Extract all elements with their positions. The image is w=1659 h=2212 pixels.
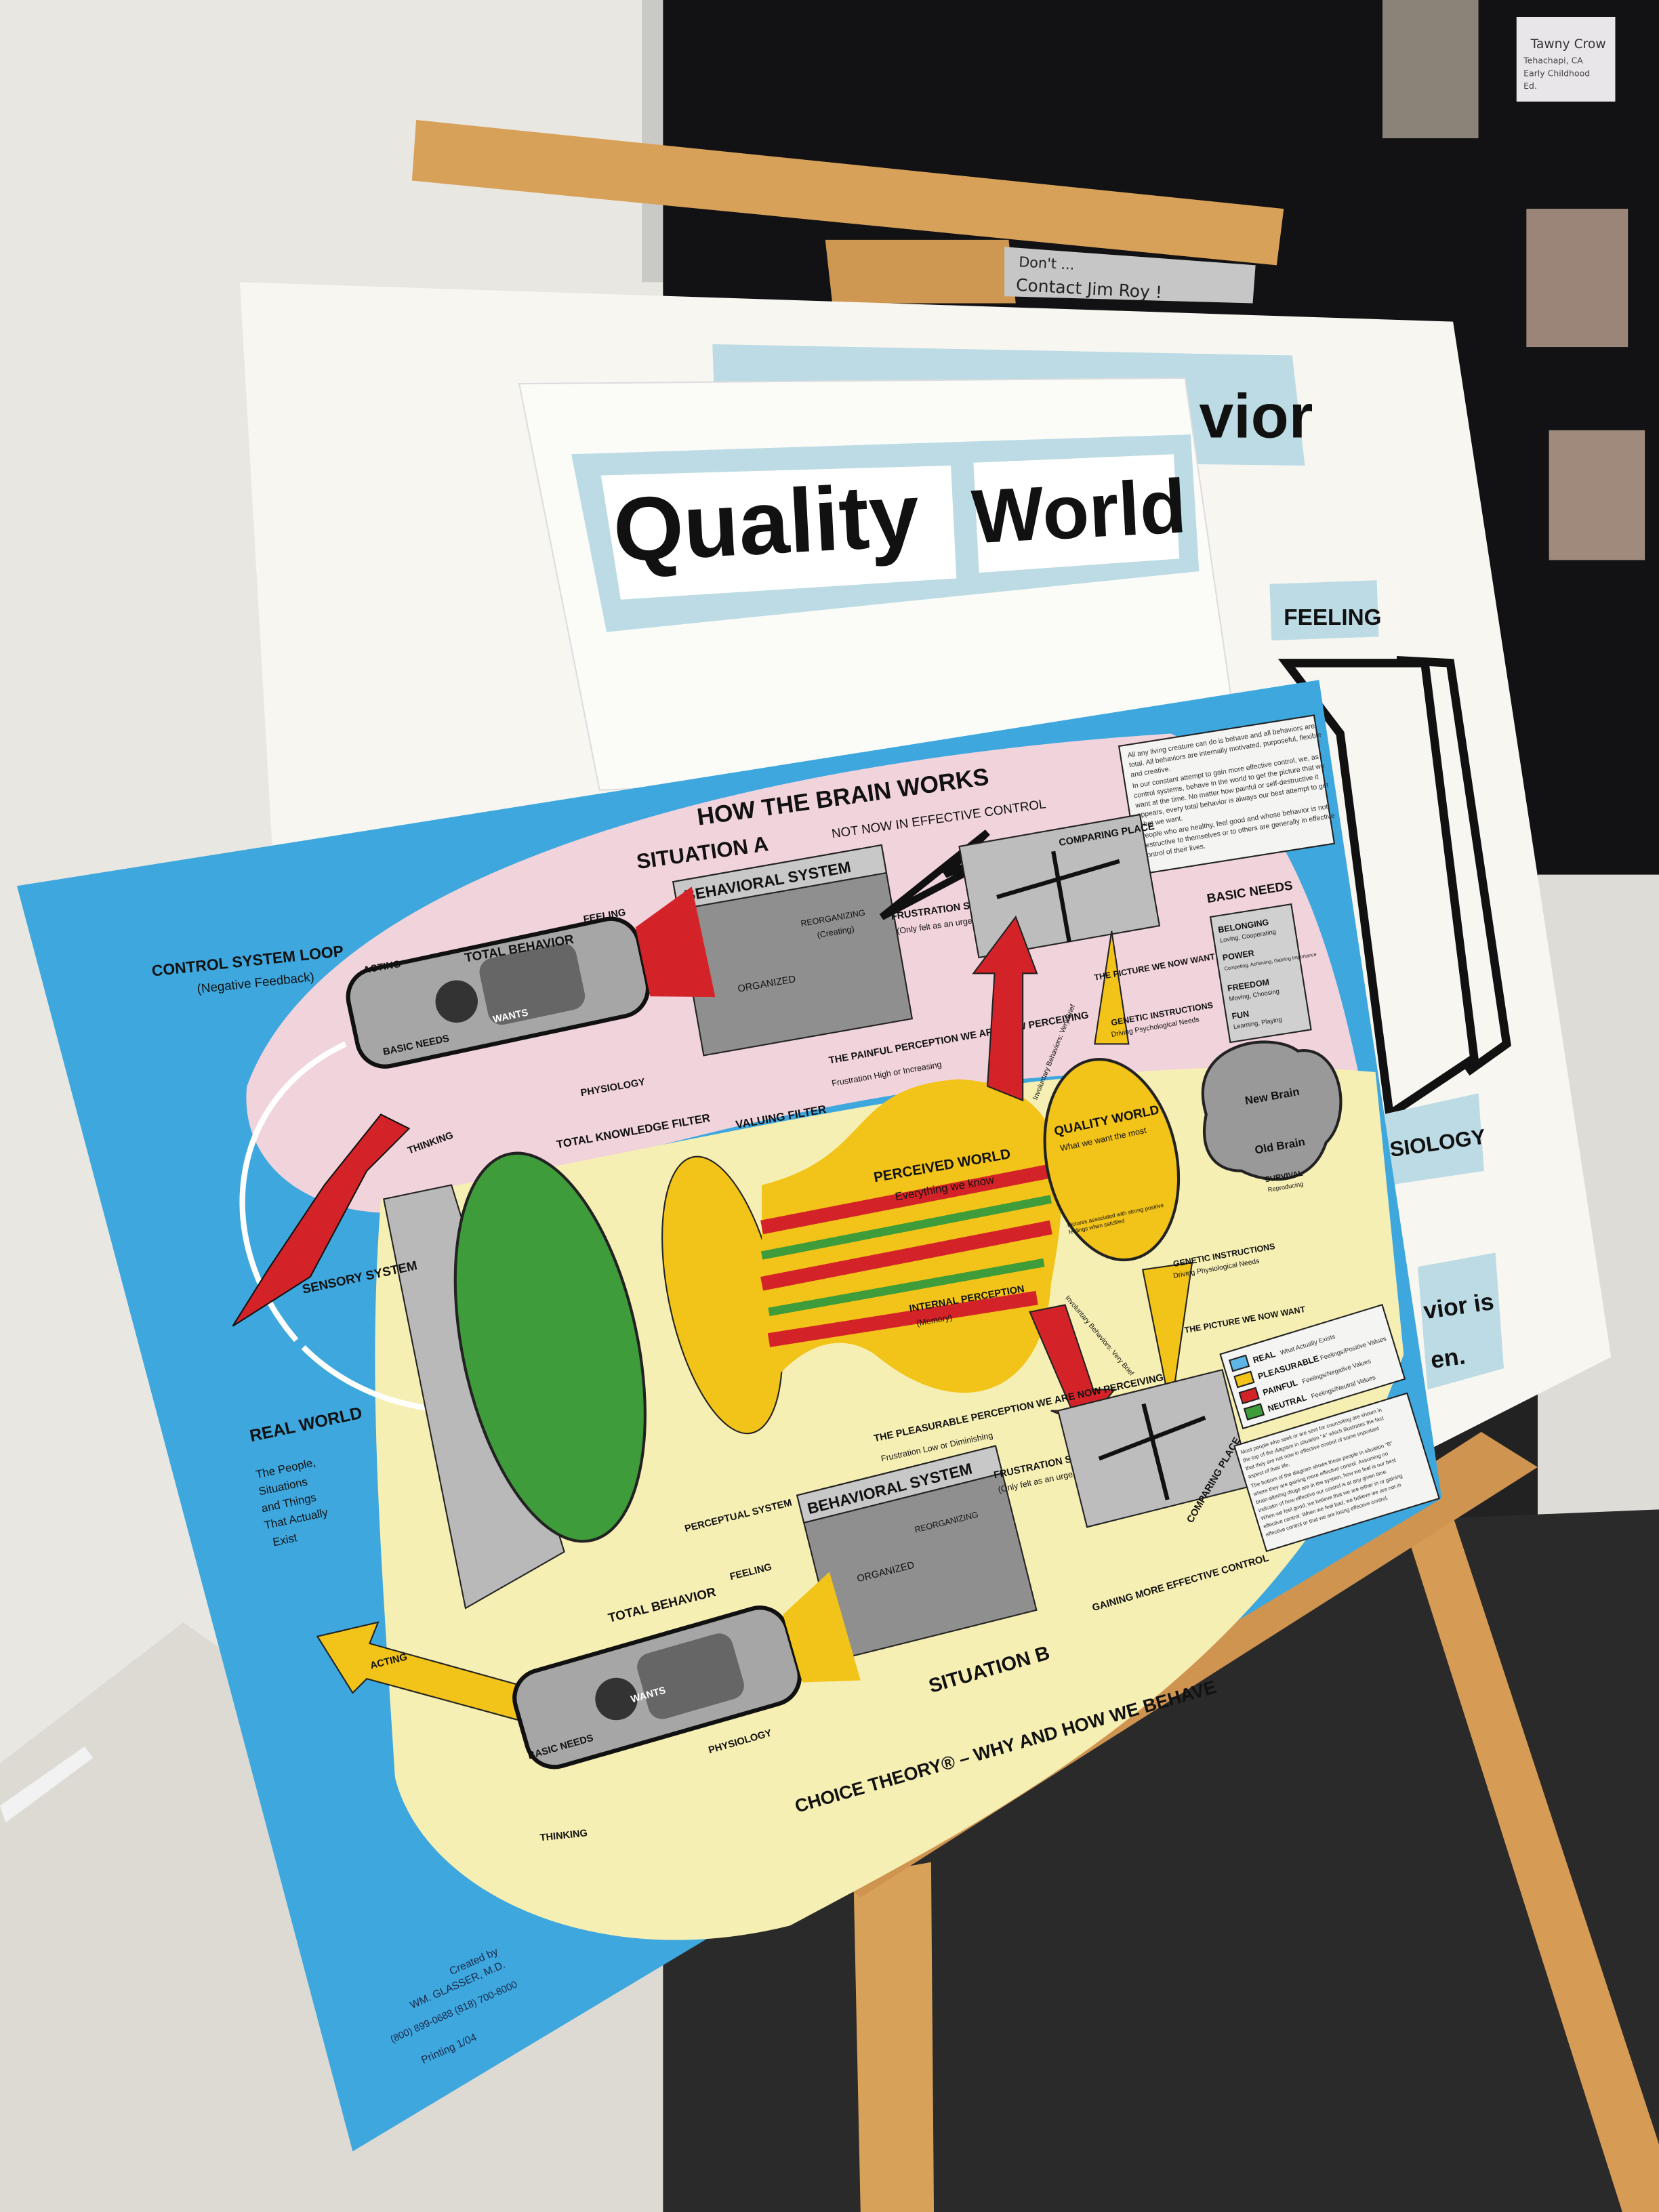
outline-drawing [1277, 655, 1511, 1122]
perceived-world-tube [762, 1079, 1062, 1397]
car-bottom [512, 1572, 861, 1769]
wall-photo [1382, 0, 1479, 138]
behavior-fragment: en. [1429, 1343, 1467, 1374]
yellow-arrow-up [1094, 930, 1130, 1045]
feeling-label-text: FEELING [1284, 605, 1381, 630]
car-top [346, 886, 716, 1069]
name-card-line: Tawny Crow [1530, 37, 1606, 52]
thinking-label: THINKING [539, 1828, 588, 1843]
tricolor-arrow-left [316, 1621, 523, 1722]
explanation-box: Most people who seek or are sent for cou… [1233, 1392, 1441, 1553]
name-card-line: Tehachapi, CA [1523, 56, 1583, 66]
legend-swatch-real [1228, 1354, 1250, 1372]
name-card-line: Early Childhood [1523, 68, 1590, 78]
comparing-place-bottom [1057, 1368, 1252, 1528]
wall-photo [1526, 209, 1629, 348]
behavior-label [1418, 1252, 1504, 1390]
board-title-fragment: vior [1199, 382, 1313, 451]
easel-note: Don't ... Contact Jim Roy ! [1004, 247, 1256, 304]
comparing-place-top: COMPARING PLACE [958, 813, 1161, 959]
brain-icon [1201, 1040, 1343, 1181]
perceived-world-green-stripes [760, 1195, 1052, 1317]
feeling-label [1269, 580, 1379, 641]
easel-top-bar [411, 119, 1284, 266]
choice-theory-poster: All any living creature can do is behave… [16, 680, 1442, 2152]
legend-box: REAL What Actually Exists PLEASURABLE Fe… [1219, 1304, 1406, 1430]
quality-label-box [600, 465, 957, 600]
quality-word: Quality [611, 464, 922, 581]
wall-photo [1549, 430, 1645, 560]
legend-swatch-neutral [1243, 1403, 1265, 1421]
marker [0, 1746, 94, 1823]
quality-world-circle [1043, 1058, 1181, 1262]
legend-swatch-pleasurable [1233, 1370, 1255, 1389]
total-knowledge-filter [453, 1151, 647, 1543]
easel-leg-center [853, 1862, 935, 2212]
need-name: FUN [1231, 1009, 1250, 1021]
behavioral-system-top: BEHAVIORAL SYSTEM REORGANIZING (Creating… [672, 844, 914, 1057]
yellow-arrow-down [1141, 1261, 1193, 1411]
red-arrow-up [972, 915, 1038, 1102]
easel-mast [825, 239, 1016, 304]
behavioral-system-bottom: BEHAVIORAL SYSTEM REORGANIZING ORGANIZED [796, 1445, 1038, 1661]
easel-note-text: Don't ... [1019, 253, 1075, 272]
red-arrow-left [232, 1113, 411, 1327]
easel-leg-right [1404, 1516, 1659, 2212]
name-card-line: Ed. [1523, 81, 1537, 91]
name-card [1516, 16, 1616, 102]
basic-needs-box: BELONGING Loving, Cooperating POWER Comp… [1209, 903, 1317, 1044]
world-label-box [973, 454, 1180, 573]
physiology-label [1382, 1093, 1484, 1185]
legend-swatch-painful [1238, 1387, 1260, 1405]
world-word: World [970, 463, 1188, 559]
perceived-world-red-stripes [760, 1164, 1052, 1347]
